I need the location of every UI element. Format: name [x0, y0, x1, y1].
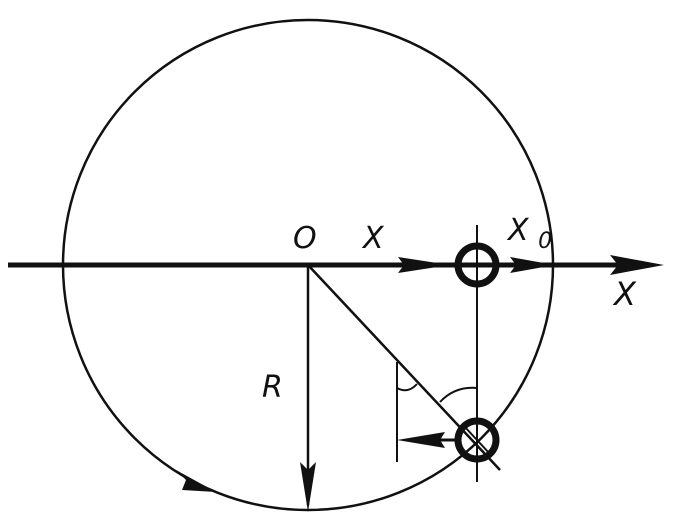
x-axis-label: X — [612, 275, 637, 313]
radius-label: R — [262, 370, 283, 405]
angle-arc-right — [439, 386, 478, 403]
x0-subscript-label: 0 — [538, 229, 552, 254]
radius-arrow-head — [300, 462, 316, 512]
upper-ring — [454, 242, 500, 288]
diagonal-line — [307, 264, 501, 471]
lower-ring — [454, 417, 500, 463]
lower-ring-cross-d — [463, 425, 491, 455]
x-inline-label: X — [361, 221, 385, 256]
circle-direction-arrow — [176, 470, 216, 492]
x-arrow-head — [398, 257, 450, 273]
angle-arc-left — [396, 383, 418, 392]
x-axis-arrow-head — [610, 255, 664, 275]
x0-main-label: X — [506, 213, 530, 248]
left-arrow-head — [397, 432, 445, 448]
origin-label: O — [293, 221, 317, 256]
x0-arrow-head — [510, 257, 555, 273]
x0-label: X 0 — [506, 213, 552, 254]
